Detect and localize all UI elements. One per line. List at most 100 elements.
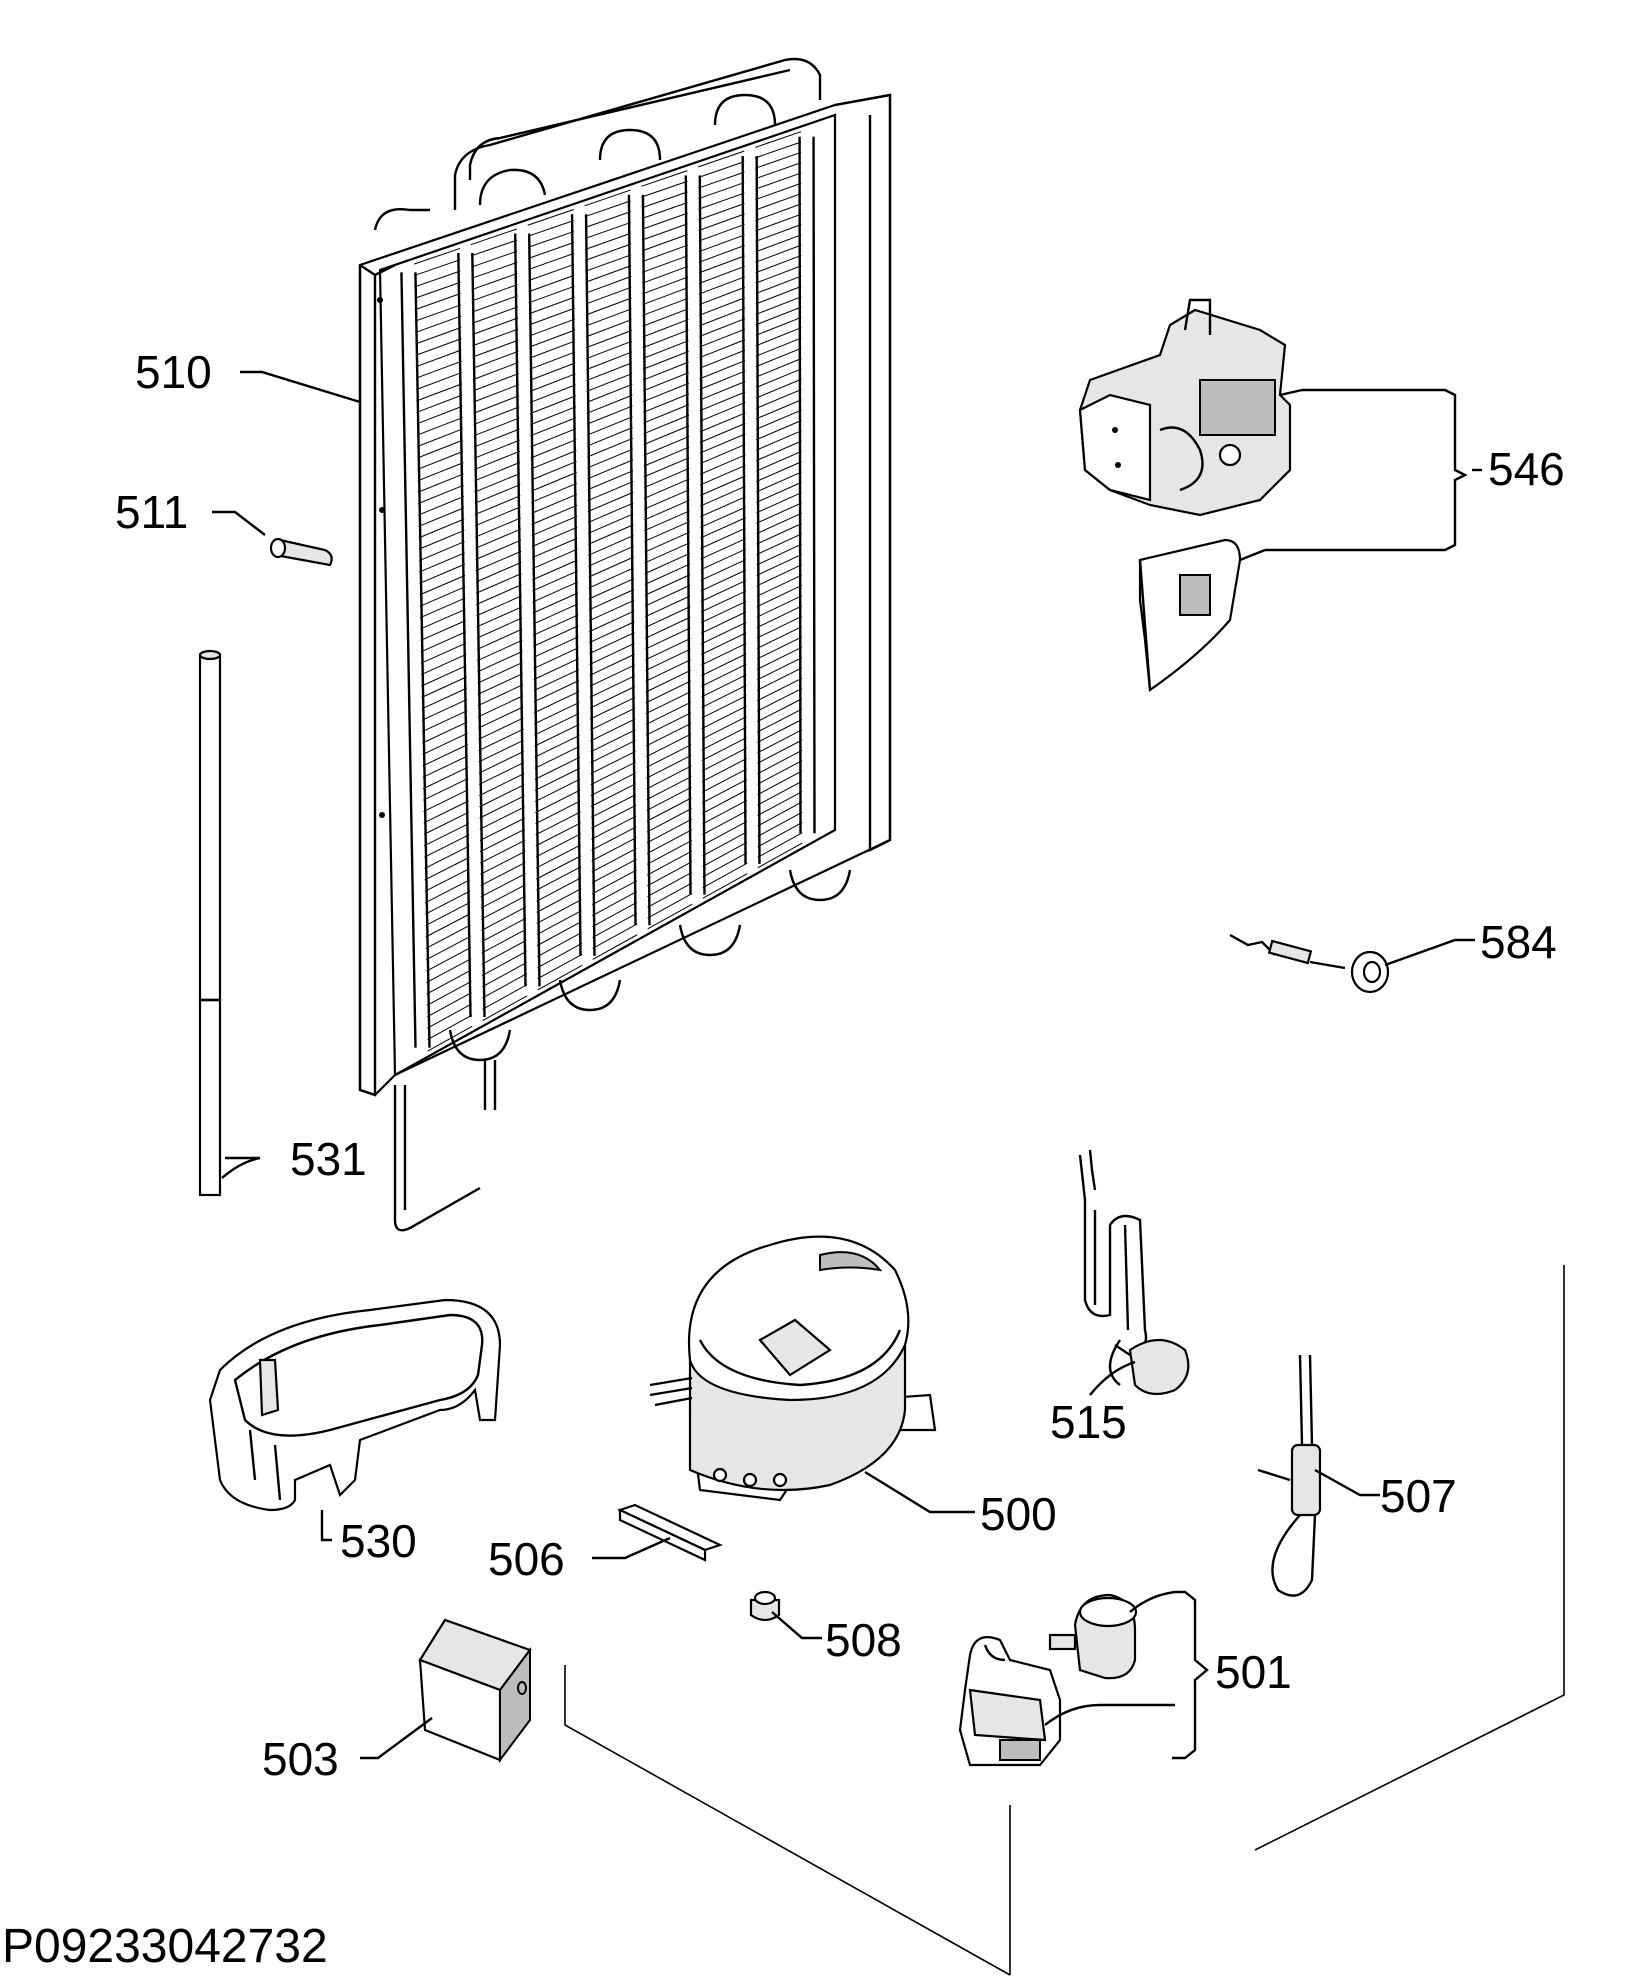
condenser-rib	[755, 368, 802, 389]
condenser-rib	[757, 780, 803, 806]
condenser-rib	[532, 559, 578, 581]
condenser-rib	[755, 254, 802, 274]
condenser-rib	[699, 391, 746, 412]
condenser-tube-line	[812, 136, 816, 834]
condenser-rib	[590, 729, 636, 753]
condenser-rib	[757, 760, 803, 785]
condenser-rib	[642, 372, 689, 392]
condenser-rib	[481, 928, 527, 954]
condenser-rib	[530, 428, 577, 448]
condenser-rib	[588, 578, 635, 600]
condenser-rib	[474, 495, 521, 516]
condenser-rib	[536, 888, 582, 913]
condenser-rib	[422, 744, 468, 767]
condenser-rib	[644, 595, 691, 618]
condenser-rib	[644, 520, 690, 542]
condenser-rib	[698, 182, 745, 200]
condenser-rib	[756, 512, 802, 535]
control-module-546	[1078, 298, 1292, 692]
condenser-rib	[756, 667, 803, 691]
condenser-rib	[755, 193, 802, 211]
condenser-rib	[474, 450, 520, 471]
condenser-rib	[584, 221, 631, 240]
condenser-rib	[481, 906, 527, 931]
condenser-rib	[590, 707, 636, 731]
condenser-rib	[698, 286, 745, 306]
condenser-rib	[702, 820, 748, 846]
condenser-rib	[413, 247, 461, 265]
condenser-rib	[585, 308, 632, 327]
condenser-rib	[643, 425, 690, 446]
condenser-rib	[531, 526, 578, 548]
condenser-rib	[585, 329, 632, 349]
condenser-rib	[482, 984, 528, 1010]
condenser-rib	[416, 383, 463, 402]
condenser-rib	[643, 435, 690, 456]
condenser-rib	[698, 192, 745, 210]
condenser-rib	[645, 659, 691, 682]
condenser-rib	[588, 534, 634, 556]
condenser-rib	[756, 626, 803, 649]
condenser-rib	[646, 839, 693, 865]
condenser-rib	[418, 518, 465, 539]
condenser-rib	[425, 913, 471, 938]
condenser-rib	[481, 917, 527, 943]
condenser-rib	[417, 484, 464, 505]
condenser-rib	[475, 573, 522, 594]
condenser-rib	[475, 550, 522, 572]
condenser-rib	[756, 636, 803, 660]
condenser-rib	[756, 677, 803, 702]
condenser-rib	[426, 958, 472, 984]
condenser-rib	[585, 286, 632, 305]
condenser-rib	[699, 454, 746, 475]
condenser-rib	[476, 595, 522, 617]
condenser-rib	[646, 818, 692, 844]
condenser-rib	[479, 817, 525, 842]
condenser-rib	[590, 783, 637, 807]
condenser-rib	[755, 244, 802, 263]
condenser-rib	[480, 873, 526, 898]
condenser-rib	[478, 717, 524, 740]
condenser-rib	[591, 837, 637, 862]
condenser-rib	[645, 680, 691, 704]
condenser-rib	[700, 464, 746, 486]
condenser-rib	[591, 858, 637, 884]
condenser-rib	[698, 171, 745, 189]
condenser-rib	[591, 804, 637, 829]
condenser-rib	[474, 473, 521, 493]
condenser-rib	[641, 223, 688, 241]
condenser-rib	[755, 172, 802, 190]
condenser-rib	[472, 350, 519, 369]
condenser-tube-line	[627, 194, 637, 926]
condenser-rib	[528, 296, 575, 315]
condenser-rib	[536, 910, 582, 935]
condenser-rib	[585, 243, 632, 261]
condenser-rib	[478, 750, 525, 774]
condenser-rib	[470, 228, 517, 246]
condenser-rib	[479, 828, 526, 853]
condenser-rib	[642, 350, 689, 370]
condenser-rib	[642, 361, 689, 381]
condenser-rib	[641, 212, 688, 230]
condenser-rib	[482, 995, 528, 1021]
condenser-rib	[529, 329, 576, 348]
condenser-rib	[700, 548, 747, 571]
condenser-rib	[421, 676, 467, 698]
condenser-rib	[699, 307, 746, 327]
condenser-rib	[699, 443, 746, 465]
condenser-rib	[701, 737, 747, 761]
condenser-rib	[420, 608, 466, 630]
condenser-rib	[414, 270, 461, 288]
label-507: 507	[1380, 1470, 1457, 1522]
condenser-rib	[701, 747, 747, 772]
condenser-rib	[480, 862, 526, 887]
condenser-rib	[533, 636, 579, 658]
condenser-rib	[592, 923, 638, 949]
condenser-rib	[755, 399, 802, 420]
condenser-rib	[701, 768, 748, 793]
condenser-rib	[645, 723, 692, 747]
condenser-rib	[533, 647, 579, 670]
condenser-rib	[590, 772, 636, 797]
condenser-rib	[536, 899, 582, 924]
condenser-rib	[643, 478, 690, 499]
